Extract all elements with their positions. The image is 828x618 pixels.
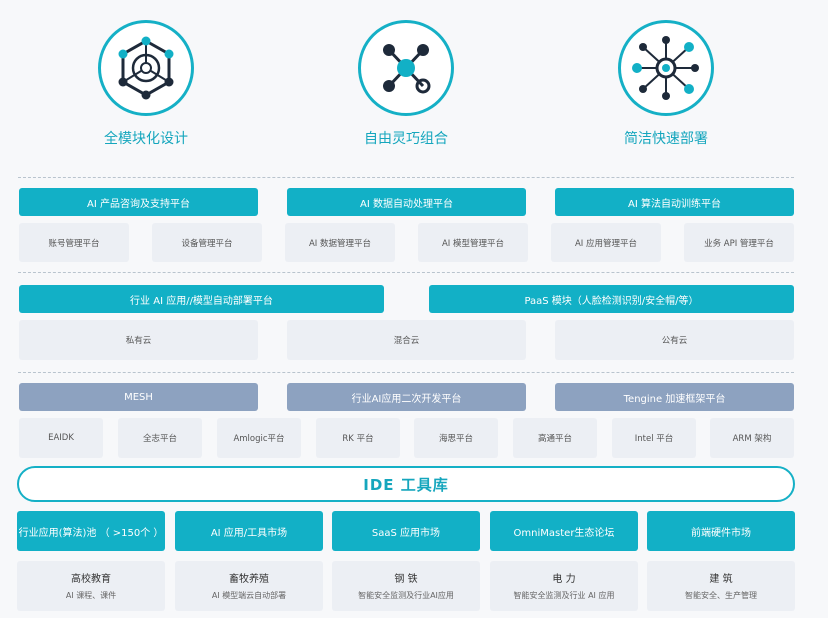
row3-header: 行业AI应用二次开发平台 (287, 383, 526, 411)
row2-cell: 混合云 (287, 320, 526, 360)
hexagon-module-icon (98, 20, 194, 116)
row1-cell: AI 模型管理平台 (418, 223, 528, 262)
divider (18, 272, 794, 273)
row1-header: AI 产品咨询及支持平台 (19, 188, 258, 216)
row2-header: 行业 AI 应用//模型自动部署平台 (19, 285, 384, 313)
industry-cell: 畜牧养殖 AI 模型端云自动部署 (175, 561, 323, 611)
bottom-header: 前端硬件市场 (647, 511, 795, 551)
feature-label: 简洁快速部署 (624, 131, 708, 147)
industry-subtitle: 智能安全监测及行业 AI 应用 (513, 591, 615, 600)
row3-cell: 全志平台 (118, 418, 202, 458)
bottom-header: SaaS 应用市场 (332, 511, 480, 551)
row3-cell: RK 平台 (316, 418, 400, 458)
row3-cell: Amlogic平台 (217, 418, 301, 458)
industry-title: 电 力 (552, 574, 576, 585)
bottom-header: AI 应用/工具市场 (175, 511, 323, 551)
row2-header: PaaS 模块（人脸检测识别/安全帽/等） (429, 285, 794, 313)
row3-header: MESH (19, 383, 258, 411)
row1-header: AI 算法自动训练平台 (555, 188, 794, 216)
row3-cell: EAIDK (19, 418, 103, 458)
industry-cell: 电 力 智能安全监测及行业 AI 应用 (490, 561, 638, 611)
row3-cell: 海思平台 (414, 418, 498, 458)
feature-label: 自由灵巧组合 (364, 131, 448, 147)
row3-header: Tengine 加速框架平台 (555, 383, 794, 411)
industry-title: 钢 铁 (394, 574, 418, 585)
bottom-header: 行业应用(算法)池 （ >150个 ） (17, 511, 165, 551)
feature-flexible: 自由灵巧组合 (306, 20, 506, 148)
row3-cell: ARM 架构 (710, 418, 794, 458)
feature-modular: 全模块化设计 (46, 20, 246, 148)
row1-cell: 账号管理平台 (19, 223, 129, 262)
bottom-header: OmniMaster生态论坛 (490, 511, 638, 551)
radial-network-icon (618, 20, 714, 116)
row2-cell: 公有云 (555, 320, 794, 360)
divider (18, 177, 794, 178)
industry-subtitle: AI 课程、课件 (65, 591, 117, 600)
row2-cell: 私有云 (19, 320, 258, 360)
row1-cell: AI 数据管理平台 (285, 223, 395, 262)
row1-cell: AI 应用管理平台 (551, 223, 661, 262)
row3-cell: Intel 平台 (612, 418, 696, 458)
feature-deploy: 简洁快速部署 (566, 20, 766, 148)
industry-cell: 钢 铁 智能安全监测及行业AI应用 (332, 561, 480, 611)
industry-title: 建 筑 (709, 574, 733, 585)
industry-subtitle: 智能安全、生产管理 (685, 591, 757, 600)
industry-cell: 建 筑 智能安全、生产管理 (647, 561, 795, 611)
row1-cell: 设备管理平台 (152, 223, 262, 262)
row3-cell: 高通平台 (513, 418, 597, 458)
industry-subtitle: 智能安全监测及行业AI应用 (358, 591, 454, 600)
industry-subtitle: AI 模型端云自动部署 (211, 591, 287, 600)
industry-cell: 高校教育 AI 课程、课件 (17, 561, 165, 611)
divider (18, 372, 794, 373)
row1-cell: 业务 API 管理平台 (684, 223, 794, 262)
industry-title: 高校教育 (71, 574, 111, 585)
industry-title: 畜牧养殖 (229, 574, 269, 585)
row1-header: AI 数据自动处理平台 (287, 188, 526, 216)
node-network-icon (358, 20, 454, 116)
feature-label: 全模块化设计 (104, 131, 188, 147)
ide-toolkit-bar: IDE 工具库 (17, 466, 795, 502)
